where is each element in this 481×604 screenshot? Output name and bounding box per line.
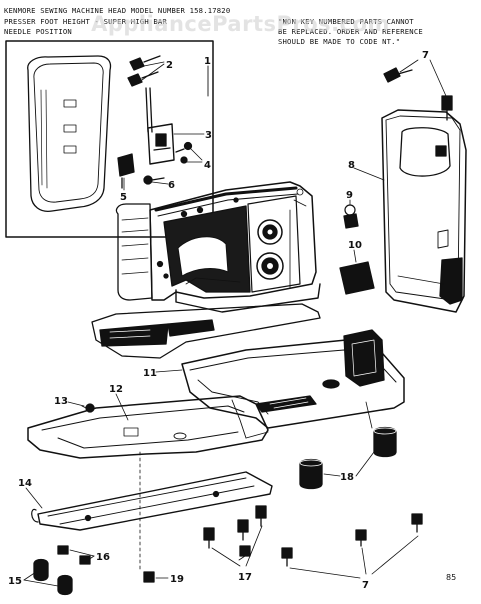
note-line-2: BE REPLACED. ORDER AND REFERENCE (278, 27, 423, 36)
header-presser-foot: PRESSER FOOT HEIGHT - SUPER HIGH BAR (4, 17, 167, 26)
part-9-knob (343, 199, 359, 229)
machine-head (115, 181, 321, 313)
page-code: 85 (446, 573, 456, 582)
screws-17 (203, 505, 267, 567)
case-base-right (181, 329, 405, 429)
callout-10: 10 (348, 240, 362, 251)
back-cover (353, 59, 467, 313)
callout-12: 12 (109, 384, 123, 395)
callout-9: 9 (346, 190, 353, 201)
callout-14: 14 (18, 478, 32, 489)
header-title: KENMORE SEWING MACHINE HEAD MODEL NUMBER… (4, 6, 231, 15)
callout-4: 4 (204, 160, 211, 171)
callout-6: 6 (168, 180, 175, 191)
callout-11: 11 (143, 368, 157, 379)
callout-2: 2 (166, 60, 173, 71)
callout-7-top: 7 (422, 50, 429, 61)
feet-18 (299, 426, 397, 490)
inset-box (5, 40, 214, 238)
callout-18: 18 (340, 472, 354, 483)
part-10-plate (339, 249, 375, 295)
header-needle-position: NEEDLE POSITION (4, 27, 72, 36)
callout-1: 1 (204, 56, 211, 67)
callout-15: 15 (8, 576, 22, 587)
note-line-1: "NON KEY NUMBERED PARTS CANNOT (278, 17, 414, 26)
callout-5: 5 (120, 192, 127, 203)
note-line-3: SHOULD BE MADE TO CODE NT." (278, 37, 401, 46)
callout-17: 17 (238, 572, 252, 583)
bottom-panel (23, 451, 273, 596)
screws-7-bottom (67, 369, 423, 579)
callout-3: 3 (205, 130, 212, 141)
callout-13: 13 (54, 396, 68, 407)
callout-7-bottom: 7 (362, 580, 369, 591)
callout-8: 8 (348, 160, 355, 171)
watermark: AppliancePartsPros.com (91, 12, 390, 36)
case-base-left (27, 393, 269, 459)
callout-16: 16 (96, 552, 110, 563)
callout-19: 19 (170, 574, 184, 585)
bed-plate (91, 303, 321, 359)
